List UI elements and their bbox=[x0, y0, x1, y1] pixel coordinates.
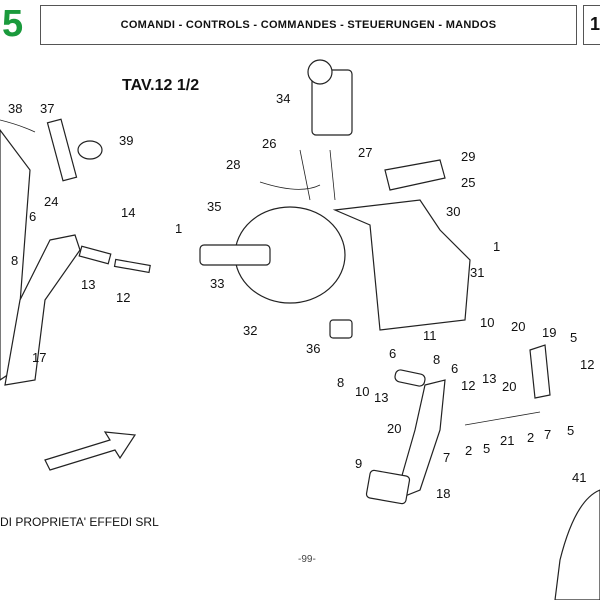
callout: 34 bbox=[276, 91, 290, 106]
switch bbox=[329, 319, 353, 339]
cylinder-boot bbox=[77, 140, 103, 160]
table-reference: TAV.12 1/2 bbox=[122, 77, 199, 94]
rod bbox=[464, 411, 541, 426]
callout: 20 bbox=[387, 421, 401, 436]
callout: 18 bbox=[436, 486, 450, 501]
callout: 13 bbox=[482, 371, 496, 386]
callout: 27 bbox=[358, 145, 372, 160]
page-box: 1 bbox=[583, 5, 600, 45]
callout: 12 bbox=[580, 357, 594, 372]
callout: 8 bbox=[337, 375, 344, 390]
section-number: 5 bbox=[2, 3, 24, 45]
callout: 5 bbox=[570, 330, 577, 345]
callout: 1 bbox=[175, 221, 182, 236]
callout: 14 bbox=[121, 205, 135, 220]
callout: 6 bbox=[451, 361, 458, 376]
bushing bbox=[78, 245, 112, 265]
callout: 6 bbox=[389, 346, 396, 361]
callout: 28 bbox=[226, 157, 240, 172]
callout: 9 bbox=[355, 456, 362, 471]
callout: 39 bbox=[119, 133, 133, 148]
callout: 20 bbox=[511, 319, 525, 334]
callout: 11 bbox=[423, 328, 437, 343]
callout: 36 bbox=[306, 341, 320, 356]
pedal-pad bbox=[365, 469, 411, 505]
page-number: -99- bbox=[298, 554, 316, 565]
lever bbox=[529, 344, 551, 399]
ownership-notice: DI PROPRIETA' EFFEDI SRL bbox=[0, 515, 159, 529]
accelerator-pedal bbox=[554, 489, 600, 600]
callout: 31 bbox=[470, 265, 484, 280]
callout: 30 bbox=[446, 204, 460, 219]
brake-master-cylinder bbox=[199, 244, 271, 266]
callout: 35 bbox=[207, 199, 221, 214]
bushing bbox=[394, 369, 426, 387]
part-drawings bbox=[0, 59, 600, 600]
callout: 8 bbox=[11, 253, 18, 268]
callout: 37 bbox=[40, 101, 54, 116]
callout: 12 bbox=[461, 378, 475, 393]
hose bbox=[0, 119, 36, 133]
bolt bbox=[113, 258, 151, 274]
callout: 17 bbox=[32, 350, 46, 365]
callout: 13 bbox=[374, 390, 388, 405]
direction-arrow bbox=[44, 431, 137, 471]
callout: 5 bbox=[483, 441, 490, 456]
callout: 10 bbox=[480, 315, 494, 330]
callout: 29 bbox=[461, 149, 475, 164]
callout: 2 bbox=[527, 430, 534, 445]
callout: 24 bbox=[44, 194, 58, 209]
callout: 32 bbox=[243, 323, 257, 338]
brake-lines bbox=[259, 149, 336, 201]
callout-labels: TAV.12 1/2 38 37 39 34 26 27 29 28 25 24… bbox=[8, 77, 594, 501]
callout: 25 bbox=[461, 175, 475, 190]
callout: 10 bbox=[355, 384, 369, 399]
callout: 2 bbox=[465, 443, 472, 458]
callout: 21 bbox=[500, 433, 514, 448]
callout: 26 bbox=[262, 136, 276, 151]
brake-pedal bbox=[394, 379, 446, 502]
callout: 8 bbox=[433, 352, 440, 367]
callout: 7 bbox=[544, 427, 551, 442]
callout: 33 bbox=[210, 276, 224, 291]
reservoir-cap bbox=[307, 59, 333, 85]
clutch-master-cylinder bbox=[46, 118, 78, 182]
callout: 41 bbox=[572, 470, 586, 485]
callout: 12 bbox=[116, 290, 130, 305]
callout: 13 bbox=[81, 277, 95, 292]
callout: 5 bbox=[567, 423, 574, 438]
callout: 7 bbox=[443, 450, 450, 465]
clutch-pedal bbox=[4, 234, 81, 386]
callout: 6 bbox=[29, 209, 36, 224]
callout: 38 bbox=[8, 101, 22, 116]
pedal-bracket bbox=[332, 199, 471, 331]
page-title: COMANDI - CONTROLS - COMMANDES - STEUERU… bbox=[40, 5, 577, 45]
callout: 19 bbox=[542, 325, 556, 340]
callout: 20 bbox=[502, 379, 516, 394]
bracket bbox=[384, 159, 446, 191]
callout: 1 bbox=[493, 239, 500, 254]
